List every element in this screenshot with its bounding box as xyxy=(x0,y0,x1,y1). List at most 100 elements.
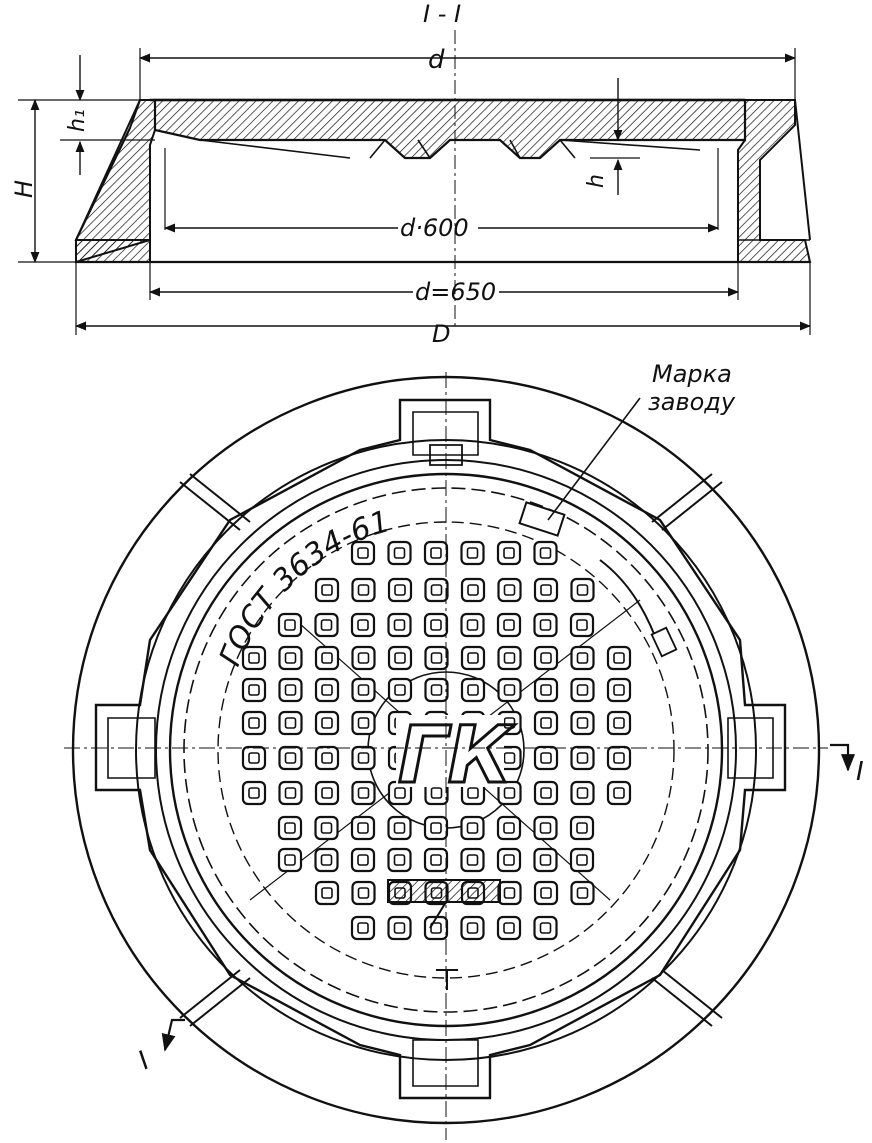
vent-square xyxy=(387,847,412,873)
vent-square-inner xyxy=(576,822,588,834)
vent-square-inner xyxy=(248,787,260,799)
vent-square xyxy=(497,645,522,671)
vent-square xyxy=(460,577,486,603)
vent-square-inner xyxy=(540,717,552,729)
vent-square-inner xyxy=(576,787,589,799)
dim-d-label: d xyxy=(428,45,445,75)
vent-square-inner xyxy=(540,787,552,799)
vent-square-inner xyxy=(539,854,552,866)
vent-square xyxy=(460,645,486,671)
vent-square xyxy=(314,577,340,603)
vent-square xyxy=(314,815,339,841)
vent-square xyxy=(496,847,522,873)
vent-square-inner xyxy=(357,922,369,934)
lifting-slot xyxy=(387,879,501,903)
dim-h: h xyxy=(584,78,640,195)
vent-square xyxy=(533,710,559,736)
lug-inner-right xyxy=(727,717,774,779)
vent-square xyxy=(423,612,449,638)
vent-square-inner xyxy=(284,619,296,631)
vent-square-inner xyxy=(284,854,296,866)
logo-text: ГК xyxy=(398,711,515,801)
vent-square xyxy=(497,677,522,703)
dim-d650-label: d=650 xyxy=(415,278,496,306)
frame-section xyxy=(74,99,812,264)
vent-square xyxy=(496,915,522,941)
vent-square-inner xyxy=(394,684,406,696)
vent-square xyxy=(278,677,303,703)
vent-square-inner xyxy=(321,584,333,596)
vent-square-inner xyxy=(321,652,333,664)
vent-square xyxy=(533,780,559,806)
vent-square xyxy=(387,915,412,941)
vent-square-inner xyxy=(539,619,552,631)
dim-D: D xyxy=(74,262,812,348)
vent-square-inner xyxy=(357,854,369,866)
vent-square-inner xyxy=(613,787,625,799)
vent-square xyxy=(387,645,413,671)
vent-square xyxy=(387,815,412,841)
vent-square-inner xyxy=(576,619,588,631)
vent-square-inner xyxy=(284,652,297,664)
vent-square-inner xyxy=(430,547,442,559)
vent-square xyxy=(351,577,376,603)
vent-square-inner xyxy=(357,717,370,729)
vent-square-inner xyxy=(503,584,516,596)
vent-square-inner xyxy=(394,787,406,799)
vent-square xyxy=(278,780,303,806)
vent-square xyxy=(387,677,413,703)
vent-square xyxy=(533,880,559,906)
vent-square-inner xyxy=(393,547,406,559)
vent-square-inner xyxy=(466,854,479,866)
vent-square xyxy=(460,915,485,941)
vent-square xyxy=(533,915,558,941)
vent-square xyxy=(241,780,267,806)
vent-square-inner xyxy=(503,717,516,729)
vent-square xyxy=(241,645,267,671)
vent-square-inner xyxy=(539,547,552,559)
bottom-hinge-mark xyxy=(436,969,458,990)
vent-square-inner xyxy=(357,652,370,664)
vent-square-inner xyxy=(576,854,588,866)
vent-square-inner xyxy=(466,822,479,834)
section-mark-left-label: I xyxy=(133,1046,155,1076)
vent-square-inner xyxy=(576,652,589,664)
vent-square xyxy=(423,815,449,841)
vent-square-inner xyxy=(430,854,442,866)
vent-square-inner xyxy=(393,822,406,834)
vent-square xyxy=(314,780,340,806)
dim-d600: d·600 xyxy=(163,148,720,242)
vent-square xyxy=(350,612,376,638)
vent-square-inner xyxy=(467,787,479,799)
dim-h-label: h xyxy=(584,174,609,188)
vent-square-inner xyxy=(613,752,625,764)
vent-square-inner xyxy=(540,684,552,696)
vent-square xyxy=(351,710,376,736)
vent-square xyxy=(569,815,595,841)
vent-square-inner xyxy=(503,887,516,899)
vent-square xyxy=(533,645,559,671)
marking-arc xyxy=(599,559,661,651)
vent-square xyxy=(533,540,558,566)
vent-square-inner xyxy=(613,717,625,729)
vent-square-inner xyxy=(503,922,515,934)
lid-section xyxy=(150,98,747,160)
marking-leader xyxy=(547,397,641,521)
vent-square xyxy=(387,540,412,566)
vent-square-inner xyxy=(357,619,369,631)
vent-square-inner xyxy=(467,584,479,596)
vent-square-inner xyxy=(430,787,443,799)
vent-square-inner xyxy=(394,652,406,664)
vent-square xyxy=(350,847,376,873)
vent-square xyxy=(606,677,632,703)
vent-square-inner xyxy=(321,752,333,764)
vent-square xyxy=(350,815,376,841)
vent-square xyxy=(460,815,485,841)
dim-d650: d=650 xyxy=(148,262,740,306)
vent-square xyxy=(314,710,340,736)
vent-square xyxy=(424,645,449,671)
vent-square xyxy=(606,745,632,771)
vent-square xyxy=(570,645,595,671)
vent-square xyxy=(241,710,267,736)
dim-h1-label: h₁ xyxy=(65,109,90,132)
